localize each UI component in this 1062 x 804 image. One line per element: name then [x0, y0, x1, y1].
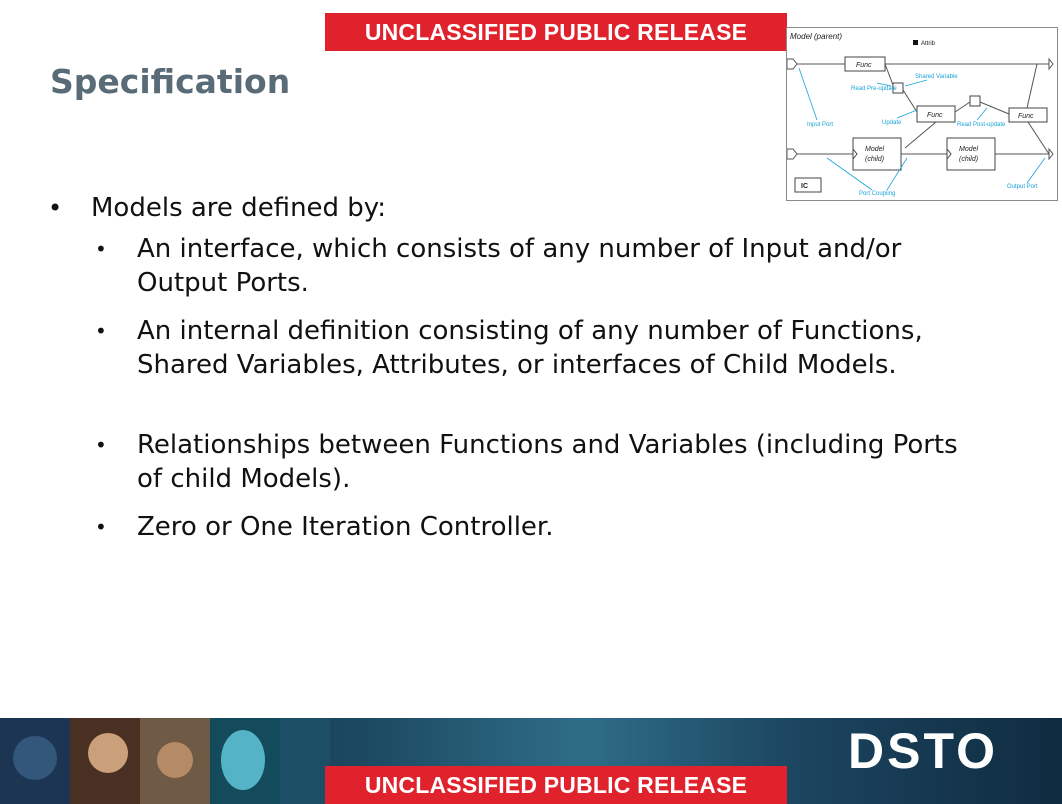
- bullet-dot: •: [95, 433, 107, 457]
- child-model-label-1: Model: [865, 146, 885, 153]
- iteration-controller-label: IC: [801, 183, 808, 190]
- classification-banner-top: UNCLASSIFIED PUBLIC RELEASE: [325, 13, 787, 51]
- input-port-bottom: [787, 148, 798, 160]
- input-port-top: [787, 58, 798, 70]
- output-port-top: [1048, 57, 1054, 71]
- bullet-text: Relationships between Functions and Vari…: [137, 430, 958, 494]
- bullet-text: Models are defined by:: [91, 193, 387, 223]
- attrib-label: Attrib: [921, 41, 936, 47]
- func-label-top: Func: [856, 62, 872, 69]
- func-label-middle: Func: [927, 112, 943, 119]
- func-label-right: Func: [1018, 113, 1034, 120]
- shared-variable-box: [892, 82, 904, 94]
- attrib-marker: [913, 40, 918, 45]
- slide-title: Specification: [50, 62, 291, 101]
- output-port-label: Output Port: [1007, 184, 1038, 190]
- input-port-label: Input Port: [807, 122, 833, 128]
- bullet-dot: •: [48, 194, 63, 222]
- bullet-dot: •: [95, 515, 107, 539]
- footer-photo-collage: [0, 718, 330, 804]
- diagram-svg: Model (parent) Attrib Func Shared Variab…: [787, 32, 1054, 197]
- model-structure-diagram: Model (parent) Attrib Func Shared Variab…: [786, 27, 1058, 201]
- child-model-sub-1: (child): [865, 156, 884, 163]
- output-port-bottom: [1048, 147, 1054, 161]
- port-coupling-label: Port Coupling: [859, 191, 895, 197]
- bullet-dot: •: [95, 319, 107, 343]
- classification-banner-bottom: UNCLASSIFIED PUBLIC RELEASE: [325, 766, 787, 804]
- read-postupdate-label: Read Post-update: [957, 122, 1006, 128]
- child-model-label-2: Model: [959, 146, 979, 153]
- dsto-logo: DSTO: [848, 723, 998, 779]
- child-model-box-2: [946, 137, 996, 171]
- bullet-dot: •: [95, 237, 107, 261]
- iteration-controller-box: [794, 177, 822, 193]
- diagram-parent-label: Model (parent): [790, 32, 842, 41]
- shared-variable-label: Shared Variable: [915, 74, 958, 80]
- child-model-box-1: [852, 137, 902, 171]
- update-label: Update: [882, 120, 902, 126]
- read-preupdate-label: Read Pre-update: [851, 86, 897, 92]
- bullet-text: Zero or One Iteration Controller.: [137, 512, 554, 542]
- variable-box-right: [969, 95, 981, 107]
- bullet-text: An interface, which consists of any numb…: [137, 234, 902, 298]
- bullet-text: An internal definition consisting of any…: [137, 316, 923, 380]
- child-model-sub-2: (child): [959, 156, 978, 163]
